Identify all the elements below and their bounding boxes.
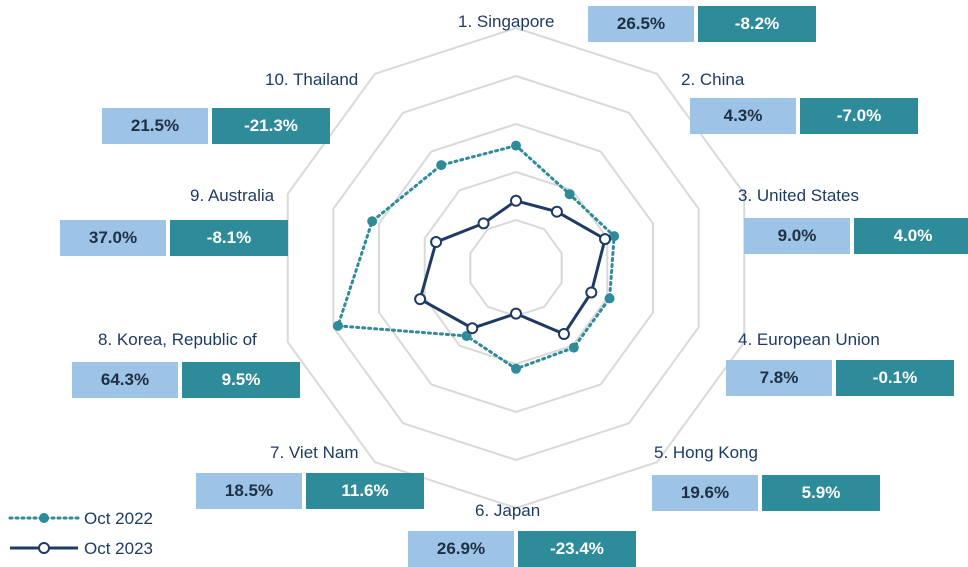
- legend-label: Oct 2022: [84, 509, 153, 528]
- category-label: 10. Thailand: [265, 70, 359, 89]
- share-value-box: 64.3%: [72, 362, 178, 398]
- data-point: [367, 216, 378, 227]
- data-point: [568, 342, 579, 353]
- data-point: [332, 320, 343, 331]
- data-point: [550, 205, 563, 218]
- grid-ring: [286, 26, 746, 510]
- legend-marker: [39, 513, 49, 523]
- change-value-box: -23.4%: [518, 531, 636, 567]
- share-value-box: 26.9%: [408, 531, 514, 567]
- share-value-box: 26.5%: [588, 6, 694, 42]
- share-value-box: 4.3%: [690, 98, 796, 134]
- data-point: [477, 217, 490, 230]
- share-value-box: 7.8%: [726, 360, 832, 396]
- change-value-box: 9.5%: [182, 362, 300, 398]
- data-point: [510, 194, 522, 207]
- change-value-box: -21.3%: [212, 108, 330, 144]
- change-value-box: -7.0%: [800, 98, 918, 134]
- change-value-box: -0.1%: [836, 360, 954, 396]
- category-label: 9. Australia: [190, 186, 275, 205]
- share-value-box: 18.5%: [196, 473, 302, 509]
- category-label: 7. Viet Nam: [270, 443, 359, 462]
- category-label: 2. China: [681, 70, 745, 89]
- grid-ring: [469, 218, 563, 318]
- data-point: [599, 233, 612, 246]
- data-point: [510, 307, 522, 320]
- category-label: 1. Singapore: [458, 12, 555, 31]
- data-point: [564, 189, 575, 200]
- category-label: 5. Hong Kong: [654, 443, 758, 462]
- radar-series: [332, 140, 620, 374]
- data-point: [466, 322, 479, 335]
- share-value-box: 21.5%: [102, 108, 208, 144]
- data-point: [585, 286, 598, 299]
- change-value-box: 4.0%: [854, 218, 968, 254]
- data-point: [511, 140, 521, 151]
- data-point: [557, 328, 570, 341]
- category-label: 4. European Union: [738, 330, 880, 349]
- grid-ring: [378, 122, 654, 414]
- change-value-box: -8.1%: [170, 220, 288, 256]
- data-point: [436, 160, 447, 171]
- category-label: 6. Japan: [475, 501, 541, 520]
- grid-ring: [332, 74, 700, 462]
- data-point: [511, 363, 521, 374]
- category-label: 3. United States: [738, 186, 859, 205]
- change-value-box: 11.6%: [306, 473, 424, 509]
- share-value-box: 9.0%: [744, 218, 850, 254]
- data-point: [414, 293, 427, 306]
- data-point: [461, 330, 472, 341]
- data-point: [430, 236, 443, 249]
- change-value-box: 5.9%: [762, 475, 880, 511]
- legend-marker: [38, 542, 50, 554]
- category-label: 8. Korea, Republic of: [98, 330, 257, 349]
- share-value-box: 37.0%: [60, 220, 166, 256]
- share-value-box: 19.6%: [652, 475, 758, 511]
- data-point: [609, 231, 620, 242]
- legend-label: Oct 2023: [84, 539, 153, 558]
- data-point: [604, 293, 615, 304]
- radar-grid: [286, 26, 746, 510]
- change-value-box: -8.2%: [698, 6, 816, 42]
